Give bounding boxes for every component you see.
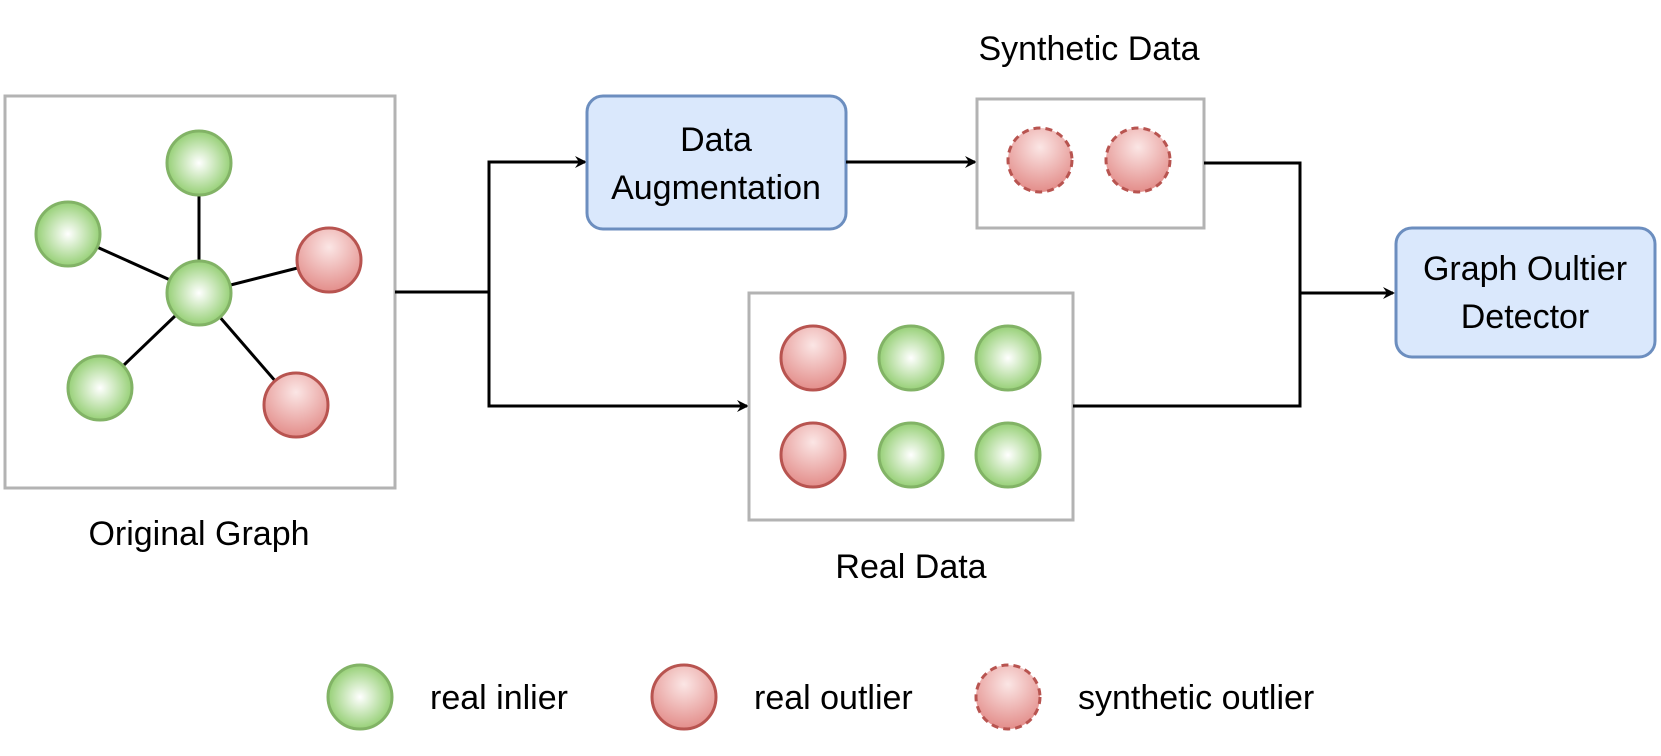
- outlier-node: [779, 324, 847, 392]
- arrow-to-augmentation: [487, 156, 587, 292]
- synthetic-outlier-node: [1006, 126, 1074, 194]
- legend-synthetic-outlier-label: synthetic outlier: [1078, 679, 1314, 717]
- legend-outlier-swatch: [650, 663, 718, 731]
- legend-inlier-swatch: [326, 663, 394, 731]
- inlier-node-center: [165, 259, 233, 327]
- detector-label-line2: Detector: [1461, 298, 1590, 336]
- inlier-node: [34, 200, 102, 268]
- synthetic-outlier-node: [1104, 126, 1172, 194]
- outlier-node: [779, 421, 847, 489]
- original-graph: [34, 129, 363, 439]
- synthetic-data-label: Synthetic Data: [978, 30, 1199, 68]
- inlier-node: [974, 324, 1042, 392]
- legend: real inlier real outlier synthetic outli…: [326, 663, 1314, 731]
- inlier-node: [877, 324, 945, 392]
- graph-outlier-detector-box: [1394, 226, 1657, 359]
- outlier-node: [295, 226, 363, 294]
- inlier-node: [66, 354, 134, 422]
- data-augmentation-box: [585, 94, 848, 231]
- inlier-node: [974, 421, 1042, 489]
- legend-real-outlier-label: real outlier: [754, 679, 913, 717]
- original-graph-label: Original Graph: [88, 515, 309, 553]
- data-augmentation-label-line2: Augmentation: [611, 169, 821, 207]
- merge-line: [1073, 161, 1302, 408]
- inlier-node: [165, 129, 233, 197]
- inlier-node: [877, 421, 945, 489]
- arrow-to-real-data: [487, 292, 749, 412]
- real-data-label: Real Data: [835, 548, 986, 586]
- legend-synthetic-swatch: [974, 663, 1042, 731]
- data-augmentation-label-line1: Data: [680, 121, 752, 159]
- outlier-node: [262, 371, 330, 439]
- legend-real-inlier-label: real inlier: [430, 679, 568, 717]
- detector-label-line1: Graph Oultier: [1423, 250, 1627, 288]
